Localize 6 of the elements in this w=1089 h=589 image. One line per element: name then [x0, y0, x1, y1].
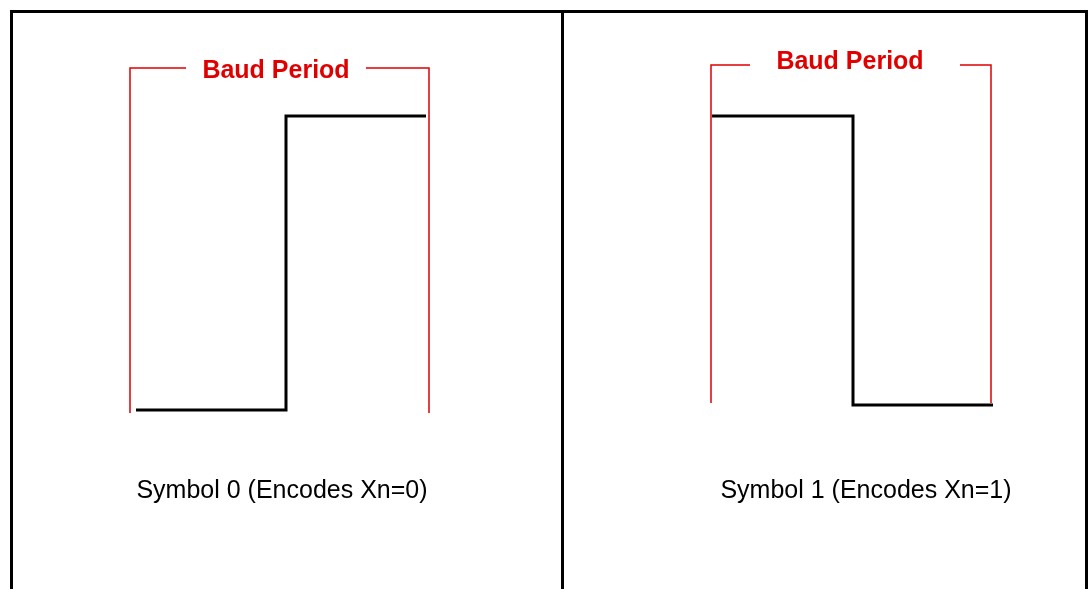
symbol-caption: Symbol 1 (Encodes Xn=1) [720, 475, 1012, 504]
dimension-label: Baud Period [202, 55, 350, 84]
panel [561, 10, 1088, 589]
dimension-label: Baud Period [776, 46, 924, 75]
panel [10, 10, 564, 589]
symbol-caption: Symbol 0 (Encodes Xn=0) [136, 475, 428, 504]
